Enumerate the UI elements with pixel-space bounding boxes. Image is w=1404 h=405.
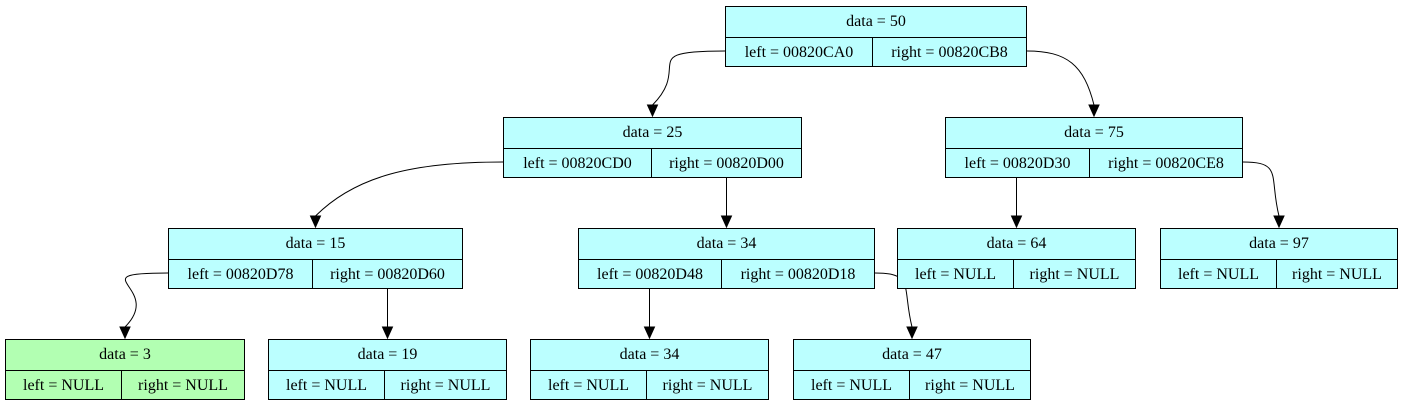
edge-n25-n15	[315, 161, 504, 217]
node-left-pointer: left = 00820D30	[946, 149, 1090, 178]
node-pointer-row: left = NULL right = NULL	[531, 371, 768, 400]
node-left-pointer: left = NULL	[1161, 260, 1277, 289]
node-left-pointer: left = NULL	[269, 371, 385, 400]
node-data-label: data = 34	[579, 229, 874, 260]
node-left-pointer: left = 00820D78	[169, 260, 313, 289]
arrowhead-n75	[1088, 104, 1100, 118]
node-right-pointer: right = NULL	[400, 377, 491, 394]
node-left-pointer: left = NULL	[794, 371, 910, 400]
node-pointer-row: left = 00820CA0 right = 00820CB8	[726, 38, 1026, 67]
node-right-pointer: right = 00820D60	[330, 266, 445, 283]
arrowhead-n64	[1010, 215, 1023, 229]
node-pointer-row: left = NULL right = NULL	[898, 260, 1135, 289]
node-data-label: data = 50	[726, 7, 1026, 38]
node-pointer-row: left = NULL right = NULL	[794, 371, 1030, 400]
node-right-pointer: right = NULL	[138, 377, 228, 394]
node-pointer-row: left = NULL right = NULL	[269, 371, 506, 400]
node-data-label: data = 97	[1161, 229, 1397, 260]
node-right-pointer: right = NULL	[1029, 266, 1120, 283]
node-right-pointer: right = 00820CB8	[891, 44, 1008, 61]
arrowhead-n19	[381, 326, 394, 340]
node-left-pointer: left = NULL	[898, 260, 1014, 289]
arrowhead-n15	[309, 215, 322, 229]
edge-n75-n97	[1242, 161, 1280, 217]
node-left-pointer: left = 00820D48	[579, 260, 722, 289]
node-left-pointer: left = 00820CD0	[504, 149, 652, 178]
node-right-pointer: right = 00820D00	[669, 155, 784, 172]
node-pointer-row: left = NULL right = NULL	[6, 371, 244, 400]
node-pointer-row: left = 00820D48 right = 00820D18	[579, 260, 874, 289]
node-data-label: data = 15	[169, 229, 462, 260]
node-data-label: data = 3	[6, 340, 244, 371]
node-left-pointer: left = NULL	[531, 371, 647, 400]
node-pointer-row: left = 00820D30 right = 00820CE8	[946, 149, 1242, 178]
node-pointer-row: left = NULL right = NULL	[1161, 260, 1397, 289]
node-data-label: data = 34	[531, 340, 768, 371]
arrowhead-n25	[646, 104, 659, 118]
arrowhead-n34	[720, 215, 733, 229]
node-data-label: data = 47	[794, 340, 1030, 371]
arrowhead-n97	[1273, 215, 1285, 229]
node-data-label: data = 19	[269, 340, 506, 371]
edge-n15-n3	[124, 272, 169, 328]
node-data-label: data = 25	[504, 118, 801, 149]
node-right-pointer: right = 00820CE8	[1108, 155, 1224, 172]
node-left-pointer: left = NULL	[6, 371, 122, 400]
node-data-label: data = 75	[946, 118, 1242, 149]
node-pointer-row: left = 00820CD0 right = 00820D00	[504, 149, 801, 178]
arrowhead-n47	[906, 326, 918, 340]
node-right-pointer: right = NULL	[925, 377, 1015, 394]
node-left-pointer: left = 00820CA0	[726, 38, 873, 67]
arrowhead-n3	[119, 326, 131, 340]
node-right-pointer: right = NULL	[662, 377, 753, 394]
edge-n50-n25	[652, 50, 726, 106]
node-data-label: data = 64	[898, 229, 1135, 260]
node-right-pointer: right = NULL	[1292, 266, 1382, 283]
node-right-pointer: right = 00820D18	[740, 266, 856, 283]
edge-n50-n75	[1026, 50, 1095, 106]
arrowhead-n34b	[643, 326, 656, 340]
node-pointer-row: left = 00820D78 right = 00820D60	[169, 260, 462, 289]
